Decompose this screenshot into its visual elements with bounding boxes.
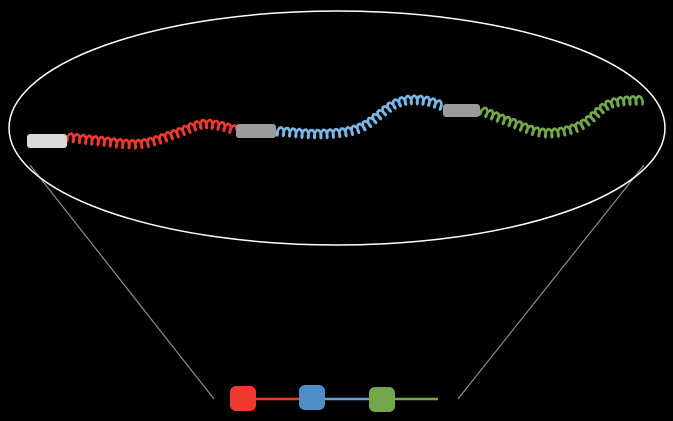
- block-3: [443, 104, 480, 117]
- legend-node-blue: [299, 385, 325, 410]
- block-2: [236, 124, 276, 138]
- zoom-ellipse: [8, 10, 666, 246]
- legend-node-red: [230, 386, 256, 411]
- legend-node-green: [369, 387, 395, 412]
- funnel-line-right: [457, 164, 645, 400]
- funnel-line-left: [29, 164, 215, 400]
- coil-green-helix: [478, 94, 645, 139]
- coil-segment-red: [65, 118, 239, 150]
- coil-segment-green: [478, 94, 645, 139]
- coil-red-helix: [65, 118, 239, 150]
- coil-blue-helix: [275, 94, 443, 140]
- block-1: [27, 134, 67, 148]
- coil-segment-blue: [275, 94, 443, 140]
